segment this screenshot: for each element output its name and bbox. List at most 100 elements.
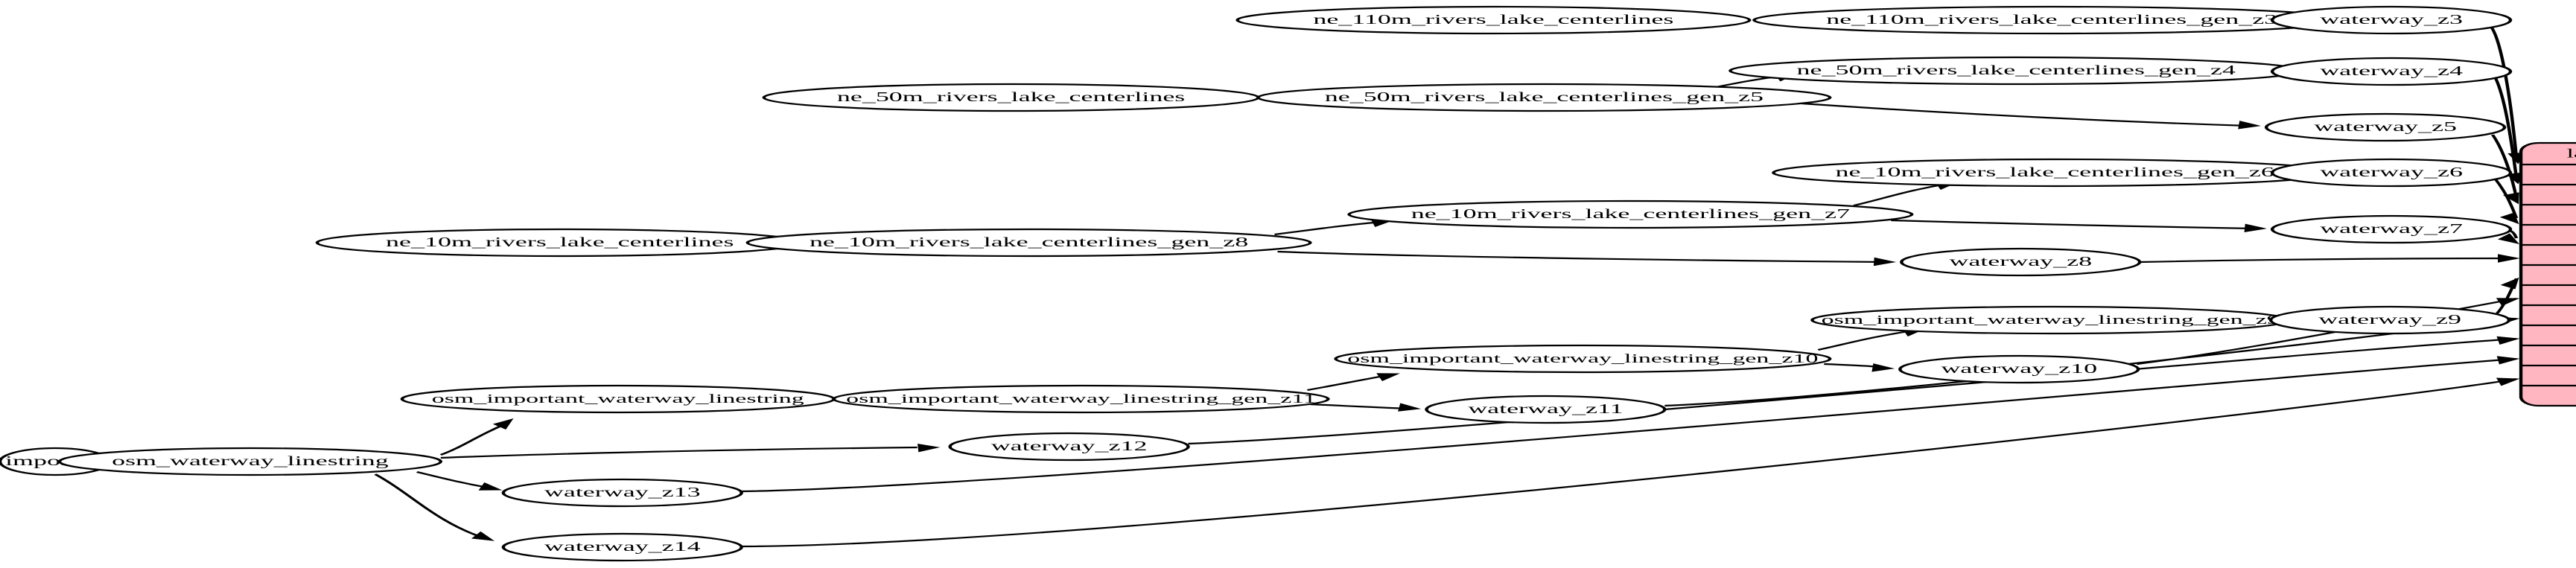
record-node-layer: layer_waterwayz3z4z5z6z7z8z9z10z11z12z13…	[2519, 141, 2576, 407]
node-ellipse-ne_50m_rivers_lake_centerlines_gen_z5	[1256, 83, 1832, 112]
node-waterway_z6[interactable]: waterway_z6	[2270, 158, 2513, 188]
node-ellipse-waterway_z6	[2270, 158, 2513, 188]
node-ellipse-waterway_z4	[2270, 57, 2513, 86]
node-ellipse-waterway_z14	[501, 532, 743, 562]
record-header-label: layer_waterway	[2567, 146, 2576, 160]
node-label-osm_important_waterway_linestring_gen_z11: osm_important_waterway_linestring_gen_z1…	[846, 392, 1316, 406]
node-ne_10m_rivers_lake_centerlines_gen_z6[interactable]: ne_10m_rivers_lake_centerlines_gen_z6	[1772, 158, 2338, 188]
arrow-waterway_z12	[917, 443, 941, 453]
arrow-waterway_z7	[2244, 223, 2267, 233]
arrow-rec-z9	[2500, 277, 2519, 290]
arrow-waterway_z13	[478, 482, 503, 491]
node-ne_50m_rivers_lake_centerlines[interactable]: ne_50m_rivers_lake_centerlines	[762, 83, 1260, 112]
edge-wz4-to-rec-z4	[2493, 77, 2519, 179]
node-label-osm_important_waterway_linestring: osm_important_waterway_linestring	[432, 392, 804, 406]
node-ne_110m_rivers_lake_centerlines[interactable]: ne_110m_rivers_lake_centerlines	[1235, 5, 1752, 35]
node-ellipse-ne_10m_rivers_lake_centerlines_gen_z7	[1347, 200, 1914, 229]
node-label-ne_110m_rivers_lake_centerlines_gen_z3: ne_110m_rivers_lake_centerlines_gen_z3	[1826, 13, 2277, 28]
node-waterway_z11[interactable]: waterway_z11	[1425, 395, 1667, 424]
node-label-waterway_z3: waterway_z3	[2320, 13, 2463, 28]
arrow-rec-z13	[2496, 356, 2520, 365]
node-waterway_z14[interactable]: waterway_z14	[501, 532, 743, 562]
arrow-waterway_z5	[2238, 121, 2261, 130]
node-ne_10m_rivers_lake_centerlines_gen_z8[interactable]: ne_10m_rivers_lake_centerlines_gen_z8	[745, 228, 1312, 258]
edge-gen_z11-to-gen_z10	[1306, 374, 1389, 392]
node-label-waterway_z10: waterway_z10	[1941, 362, 2097, 377]
edge-osm_waterway_linestring-to-waterway_z12	[440, 446, 917, 459]
node-label-ne_10m_rivers_lake_centerlines: ne_10m_rivers_lake_centerlines	[386, 235, 734, 250]
node-waterway_z7[interactable]: waterway_z7	[2270, 214, 2513, 244]
arrow-rec-z14	[2496, 377, 2520, 386]
arrow-waterway_z10	[1871, 363, 1895, 372]
node-label-waterway_z12: waterway_z12	[991, 439, 1148, 454]
edge-gen_z8-to-waterway_z8	[1277, 250, 1884, 264]
node-label-waterway_z8: waterway_z8	[1949, 255, 2092, 269]
node-label-ne_110m_rivers_lake_centerlines: ne_110m_rivers_lake_centerlines	[1313, 13, 1673, 28]
node-ne_50m_rivers_lake_centerlines_gen_z4[interactable]: ne_50m_rivers_lake_centerlines_gen_z4	[1729, 56, 2304, 86]
edge-gen_z5-to-waterway_z5	[1801, 102, 2249, 127]
node-waterway_z13[interactable]: waterway_z13	[501, 478, 743, 508]
node-ellipse-waterway_z3	[2270, 5, 2513, 35]
arrow-waterway_z8	[1873, 257, 1897, 267]
edge-osm_waterway_linestring-to-osm_important	[439, 423, 508, 456]
arrow-osm_important	[492, 418, 514, 430]
node-waterway_z5[interactable]: waterway_z5	[2264, 112, 2507, 142]
node-ellipse-waterway_z9	[2268, 305, 2511, 335]
edge-osm_waterway_linestring-to-waterway_z14	[374, 473, 484, 538]
node-ellipse-ne_110m_rivers_lake_centerlines	[1235, 5, 1752, 35]
edge-gen_z7-to-gen_z6	[1853, 182, 1948, 207]
arrow-waterway_z14	[471, 531, 495, 541]
edge-gen_z8-to-gen_z7	[1273, 220, 1382, 236]
node-ellipse-osm_important_waterway_linestring_gen_z10	[1334, 344, 1832, 374]
node-label-ne_10m_rivers_lake_centerlines_gen_z6: ne_10m_rivers_lake_centerlines_gen_z6	[1836, 165, 2274, 180]
record-node-layer_waterway[interactable]: layer_waterwayz3z4z5z6z7z8z9z10z11z12z13…	[2519, 141, 2576, 407]
node-ellipse-waterway_z7	[2270, 214, 2513, 244]
node-ellipse-ne_10m_rivers_lake_centerlines_gen_z8	[745, 228, 1312, 258]
record-outline	[2519, 141, 2576, 407]
node-ellipse-osm_important_waterway_linestring_gen_z11	[832, 384, 1330, 414]
node-osm_important_waterway_linestring_gen_z9[interactable]: osm_important_waterway_linestring_gen_z9	[1810, 305, 2291, 335]
node-ne_110m_rivers_lake_centerlines_gen_z3[interactable]: ne_110m_rivers_lake_centerlines_gen_z3	[1752, 5, 2352, 35]
node-label-waterway_z4: waterway_z4	[2320, 64, 2463, 79]
arrow-rec-z7	[2497, 233, 2519, 244]
node-waterway_z4[interactable]: waterway_z4	[2270, 57, 2513, 86]
node-ne_10m_rivers_lake_centerlines[interactable]: ne_10m_rivers_lake_centerlines	[315, 228, 804, 258]
edge-osm_waterway_linestring-to-waterway_z13	[416, 471, 489, 489]
edge-wz8-to-rec-z8	[2140, 257, 2517, 264]
node-ellipse-waterway_z11	[1425, 395, 1667, 424]
node-ne_50m_rivers_lake_centerlines_gen_z5[interactable]: ne_50m_rivers_lake_centerlines_gen_z5	[1256, 83, 1832, 112]
node-ne_10m_rivers_lake_centerlines_gen_z7[interactable]: ne_10m_rivers_lake_centerlines_gen_z7	[1347, 200, 1914, 229]
node-label-waterway_z9: waterway_z9	[2318, 313, 2461, 328]
arrow-rec-z12	[2496, 336, 2520, 345]
node-label-waterway_z5: waterway_z5	[2314, 120, 2457, 135]
edge-wz12-to-rec-z12	[1188, 337, 2517, 445]
node-osm_important_waterway_linestring_gen_z10[interactable]: osm_important_waterway_linestring_gen_z1…	[1334, 344, 1832, 374]
arrow-gen_z10	[1376, 373, 1401, 381]
node-label-waterway_z11: waterway_z11	[1468, 402, 1623, 417]
node-osm_waterway_linestring[interactable]: osm_waterway_linestring	[57, 447, 443, 476]
node-label-ne_10m_rivers_lake_centerlines_gen_z8: ne_10m_rivers_lake_centerlines_gen_z8	[810, 235, 1248, 250]
node-label-waterway_z13: waterway_z13	[544, 485, 701, 500]
node-label-waterway_z7: waterway_z7	[2320, 222, 2463, 237]
edge-gen_z10-to-gen_z9	[1817, 329, 1914, 351]
arrow-waterway_z11	[1398, 403, 1422, 412]
node-label-osm_important_waterway_linestring_gen_z9: osm_important_waterway_linestring_gen_z9	[1822, 313, 2280, 327]
node-waterway_z3[interactable]: waterway_z3	[2270, 5, 2513, 35]
node-waterway_z9[interactable]: waterway_z9	[2268, 305, 2511, 335]
node-osm_important_waterway_linestring[interactable]: osm_important_waterway_linestring	[400, 384, 836, 414]
node-ellipse-waterway_z12	[948, 432, 1190, 462]
node-label-ne_50m_rivers_lake_centerlines: ne_50m_rivers_lake_centerlines	[837, 90, 1185, 105]
node-waterway_z12[interactable]: waterway_z12	[948, 432, 1190, 462]
edge-gen_z11-to-waterway_z11	[1310, 403, 1409, 410]
node-waterway_z10[interactable]: waterway_z10	[1898, 354, 2140, 384]
node-label-ne_10m_rivers_lake_centerlines_gen_z7: ne_10m_rivers_lake_centerlines_gen_z7	[1411, 207, 1850, 222]
edge-gen_z7-to-waterway_z7	[1891, 219, 2255, 230]
arrow-rec-z5	[2503, 192, 2519, 205]
node-waterway_z8[interactable]: waterway_z8	[1900, 247, 2142, 277]
node-osm_important_waterway_linestring_gen_z11[interactable]: osm_important_waterway_linestring_gen_z1…	[832, 384, 1330, 414]
node-label-waterway_z14: waterway_z14	[544, 540, 701, 555]
node-label-osm_waterway_linestring: osm_waterway_linestring	[112, 454, 389, 469]
